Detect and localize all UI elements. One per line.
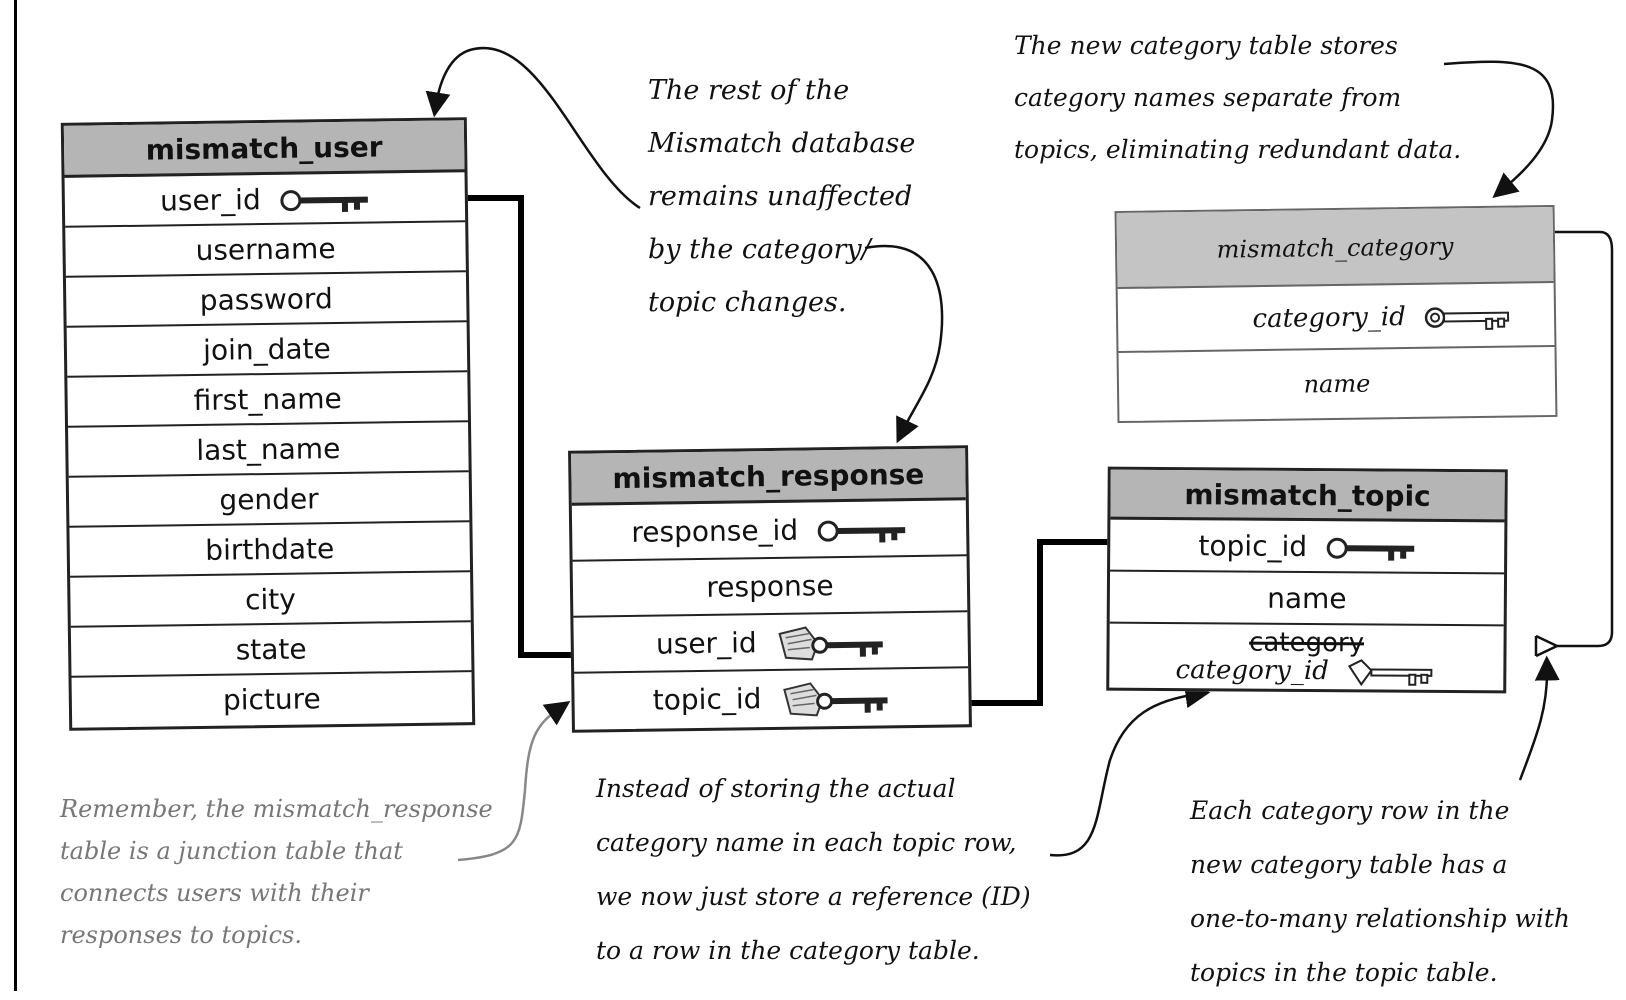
note-unaffected: The rest of the Mismatch database remain…: [648, 64, 915, 329]
mismatch-topic-table: mismatch_topic topic_id name category ca…: [1106, 466, 1508, 694]
column-name: picture: [222, 682, 321, 717]
user-to-response-connector: [446, 195, 615, 658]
note-line: we now just store a reference (ID): [596, 882, 1031, 911]
column-name: state: [235, 632, 307, 667]
category-to-topic-connector: [1553, 230, 1614, 648]
column-name: response: [706, 569, 834, 604]
foreign-key-icon: [782, 682, 888, 717]
note-line: new category table has a: [1190, 850, 1508, 879]
column-name: category_id: [1252, 302, 1406, 335]
table-row-name: name: [1109, 571, 1505, 627]
note-line: Each category row in the: [1190, 796, 1510, 825]
key-icon: [280, 190, 368, 212]
note-line: to a row in the category table.: [596, 936, 980, 965]
table-row-response: response: [572, 556, 968, 618]
note-line: Instead of storing the actual: [596, 774, 956, 803]
key-icon: [1347, 659, 1433, 687]
foreign-key-icon: [778, 626, 883, 661]
table-row-user-id: user_id: [64, 172, 466, 228]
note-line: by the category/: [648, 234, 871, 265]
new-column-row: category_id: [1109, 655, 1503, 688]
note-reference-id: Instead of storing the actual category n…: [596, 762, 1031, 978]
arrow-unaffected-to-user: [425, 46, 641, 210]
table-row-first-name: first_name: [67, 372, 468, 428]
column-name: topic_id: [652, 682, 762, 717]
struck-column-name: category: [1249, 627, 1365, 659]
table-title: mismatch_category: [1116, 206, 1554, 290]
note-one-to-many: Each category row in the new category ta…: [1190, 784, 1570, 1000]
table-title: mismatch_topic: [1110, 469, 1505, 523]
note-line: category name in each topic row,: [596, 828, 1017, 857]
note-line: connects users with their: [60, 879, 369, 907]
table-row-last-name: last_name: [68, 422, 469, 478]
table-row-picture: picture: [72, 672, 473, 728]
table-row-state: state: [70, 622, 472, 678]
column-name: first_name: [193, 381, 342, 418]
arrow-new-category: [1443, 60, 1555, 199]
table-row-topic-id: topic_id: [1110, 519, 1505, 575]
note-line: Remember, the mismatch_response: [60, 795, 493, 823]
note-line: table is a junction table that: [60, 837, 403, 865]
note-line: Mismatch database: [648, 128, 916, 159]
note-line: The new category table stores: [1014, 31, 1398, 60]
key-icon: [817, 520, 906, 543]
column-name: topic_id: [1198, 529, 1308, 563]
arrow-one-to-many: [1518, 655, 1560, 781]
note-line: responses to topics.: [60, 921, 302, 949]
arrow-junction: [457, 700, 571, 862]
column-name: birthdate: [205, 532, 335, 567]
new-column-name: category_id: [1175, 655, 1329, 687]
table-row-name: name: [1119, 347, 1556, 421]
table-title: mismatch_response: [571, 448, 966, 506]
table-row-category-id: category_id: [1117, 282, 1555, 354]
table-row-username: username: [65, 222, 466, 278]
table-row-topic-id-fk: topic_id: [574, 668, 969, 729]
note-line: category names separate from: [1014, 83, 1402, 112]
note-line: topics in the topic table.: [1190, 958, 1498, 987]
arrow-reference: [1049, 683, 1211, 857]
table-row-category-changed: category category_id: [1109, 624, 1503, 691]
note-line: remains unaffected: [648, 181, 913, 212]
note-junction-table: Remember, the mismatch_response table is…: [60, 788, 493, 956]
column-name: password: [199, 282, 333, 317]
note-line: topic changes.: [648, 287, 847, 318]
column-name: city: [244, 582, 297, 617]
note-line: one-to-many relationship with: [1190, 904, 1570, 933]
table-row-birthdate: birthdate: [69, 522, 471, 578]
mismatch-category-table: mismatch_category category_id name: [1114, 204, 1558, 424]
table-title: mismatch_user: [63, 120, 465, 178]
table-row-user-id-fk: user_id: [573, 612, 969, 674]
column-name: gender: [219, 482, 319, 517]
mismatch-user-table: mismatch_user user_id username password …: [60, 117, 476, 731]
left-border-line: [14, 0, 17, 991]
table-row-join-date: join_date: [66, 322, 468, 378]
column-name: name: [1267, 581, 1347, 616]
table-row-city: city: [70, 572, 471, 628]
arrow-unaffected-to-response: [864, 244, 944, 444]
key-icon: [1424, 307, 1510, 330]
column-name: username: [195, 232, 336, 267]
key-icon: [1326, 537, 1414, 561]
note-line: The rest of the: [648, 75, 850, 106]
topic-to-response-connector: [945, 539, 1133, 706]
column-name: user_id: [655, 626, 757, 661]
note-line: topics, eliminating redundant data.: [1014, 135, 1462, 164]
mismatch-response-table: mismatch_response response_id response u…: [568, 445, 972, 733]
note-new-category: The new category table stores category n…: [1014, 20, 1461, 176]
column-name: join_date: [202, 332, 331, 367]
column-name: user_id: [159, 183, 261, 218]
table-row-response-id: response_id: [571, 500, 967, 562]
category-connector-crowfoot: [1534, 634, 1558, 658]
table-row-gender: gender: [68, 472, 470, 528]
column-name: response_id: [631, 513, 799, 549]
column-name: name: [1303, 369, 1371, 399]
table-row-password: password: [65, 272, 467, 328]
column-name: last_name: [196, 431, 341, 468]
